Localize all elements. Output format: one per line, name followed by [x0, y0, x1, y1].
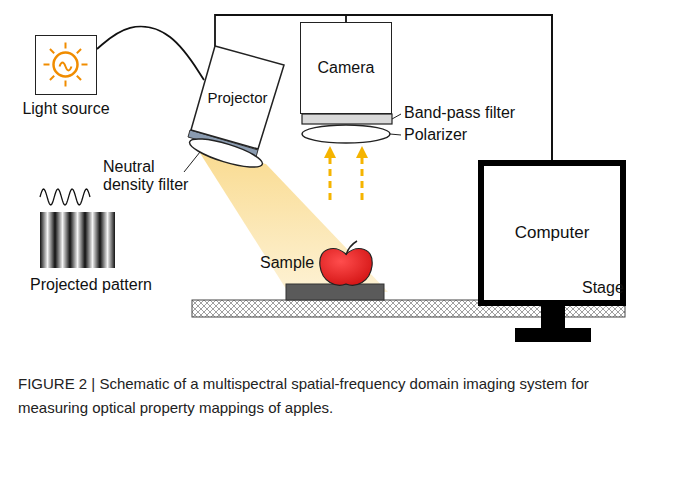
- figure-caption: FIGURE 2 | Schematic of a multispectral …: [18, 372, 654, 420]
- monitor-base: [515, 328, 591, 342]
- component-label: Light source: [22, 100, 109, 118]
- reflected-light-arrow: [329, 152, 332, 200]
- light-source: Light source: [35, 35, 97, 95]
- sine-wave: [40, 189, 90, 205]
- light-beam: [198, 150, 388, 292]
- part-label: Polarizer: [404, 126, 524, 144]
- component-label: Projector: [207, 89, 267, 106]
- apple-stem: [346, 241, 357, 255]
- wire: [97, 27, 204, 80]
- part-label: Neutral density filter: [103, 158, 195, 195]
- part-label: Projected pattern: [30, 276, 180, 294]
- leader-line: [184, 152, 200, 172]
- leader-line: [392, 114, 401, 119]
- leader-line: [390, 134, 401, 135]
- bulb-icon: [36, 36, 95, 93]
- part-label: Sample: [260, 254, 318, 272]
- sample-holder: [286, 284, 384, 300]
- polarizer: [302, 125, 390, 143]
- stripe-pattern: [40, 212, 115, 268]
- reflected-light-arrow: [361, 152, 364, 200]
- monitor-neck: [541, 305, 565, 329]
- projector-box: Projector: [190, 45, 285, 150]
- band-pass-filter: [302, 114, 392, 124]
- component-label: Computer: [515, 223, 590, 243]
- component-label: Camera: [318, 59, 375, 77]
- part-label: Stage: [582, 279, 642, 297]
- camera-box: Camera: [300, 22, 392, 114]
- part-label: Band-pass filter: [404, 104, 544, 122]
